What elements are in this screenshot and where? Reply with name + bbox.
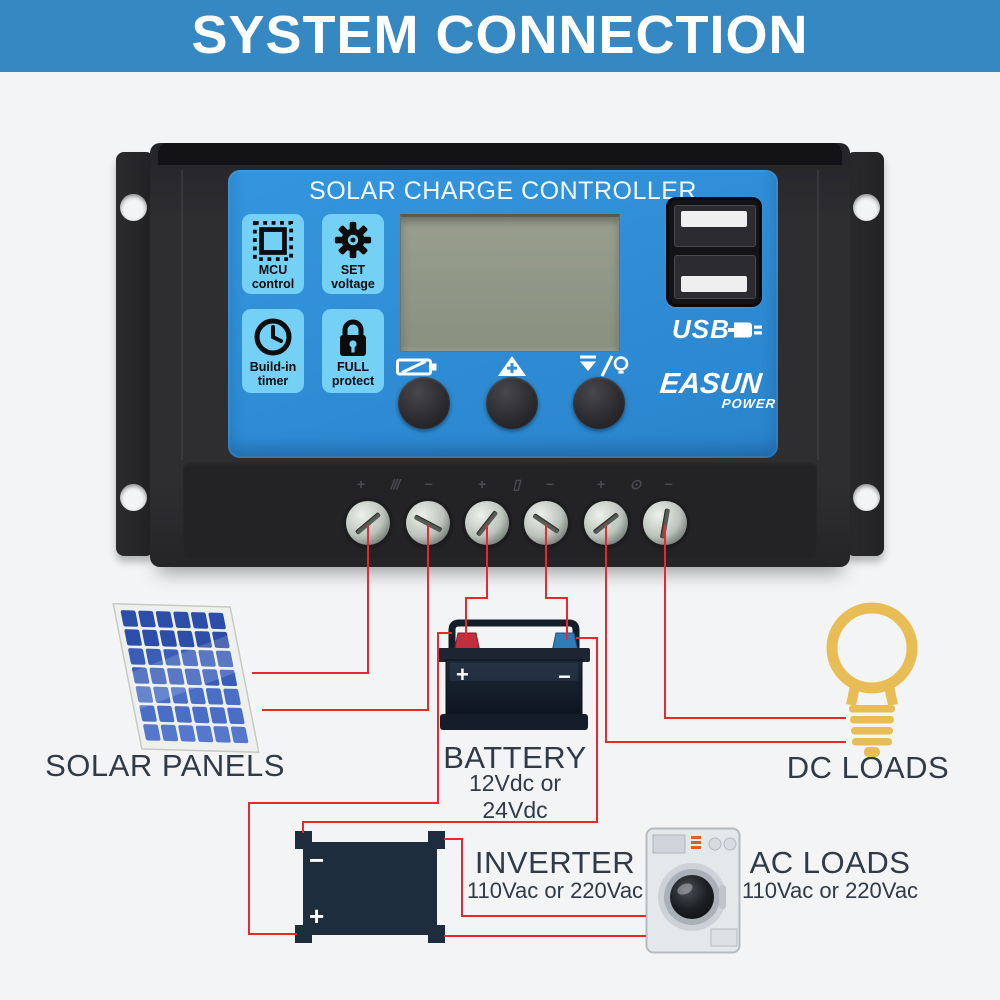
battery-plus-mark: + [456, 662, 469, 687]
inverter-label: INVERTER [474, 845, 636, 880]
ac-loads-spec: 110Vac or 220Vac [741, 878, 919, 903]
mounting-hole [120, 194, 147, 221]
battery-spec: 12Vdc or 24Vdc [468, 770, 562, 823]
terminal-screw-2 [406, 501, 450, 545]
up-arrow-icon [497, 355, 527, 377]
solar-panels-label: SOLAR PANELS [45, 748, 285, 783]
battery-minus-mark: − [558, 664, 571, 689]
battery-status-icon [396, 357, 438, 377]
usb-ports [666, 197, 762, 307]
usb-plug-icon [728, 319, 764, 341]
inverter-terminal-tab [428, 925, 445, 943]
gear-icon [331, 220, 375, 262]
mounting-ear-left [116, 152, 154, 556]
terminal-screw-1 [346, 501, 390, 545]
clock-icon [251, 315, 295, 359]
mcu-chip-icon [251, 220, 295, 262]
usb-port-top [674, 205, 756, 247]
usb-label: USB [672, 314, 730, 344]
light-bulb-icon [815, 595, 935, 765]
usb-port-bottom [674, 255, 756, 299]
bevel-line [181, 170, 183, 460]
terminal-screw-3 [465, 501, 509, 545]
ac-loads-label: AC LOADS [749, 845, 911, 880]
banner-title: SYSTEM CONNECTION [191, 5, 809, 65]
solar-panel-image [100, 590, 280, 760]
inverter-plus-mark: + [309, 901, 325, 931]
device-button-down [573, 377, 625, 429]
mounting-hole [853, 194, 880, 221]
inverter-spec: 110Vac or 220Vac [466, 878, 644, 903]
terminal-label-load: +⊙− [597, 476, 673, 492]
terminal-screw-5 [584, 501, 628, 545]
washing-machine-icon [645, 827, 741, 955]
bevel-line [817, 170, 819, 460]
lcd-screen [400, 214, 620, 352]
banner: SYSTEM CONNECTION [0, 0, 1000, 72]
terminal-label-solar: +///− [357, 476, 433, 492]
inverter-minus-mark: − [309, 845, 325, 875]
terminal-screw-6 [643, 501, 687, 545]
brand-sub: POWER [721, 396, 777, 411]
mounting-hole [120, 484, 147, 511]
terminal-screw-4 [524, 501, 568, 545]
device-button-up [486, 377, 538, 429]
terminal-label-battery: +▯− [478, 476, 554, 492]
controller-top-edge [158, 143, 842, 165]
mounting-hole [853, 484, 880, 511]
lock-icon [331, 315, 375, 359]
down-arrow-light-icon [578, 355, 630, 377]
controller-title: SOLAR CHARGE CONTROLLER [309, 177, 697, 205]
inverter-terminal-tab [428, 831, 445, 849]
device-button-select [398, 377, 450, 429]
mounting-ear-right [846, 152, 884, 556]
